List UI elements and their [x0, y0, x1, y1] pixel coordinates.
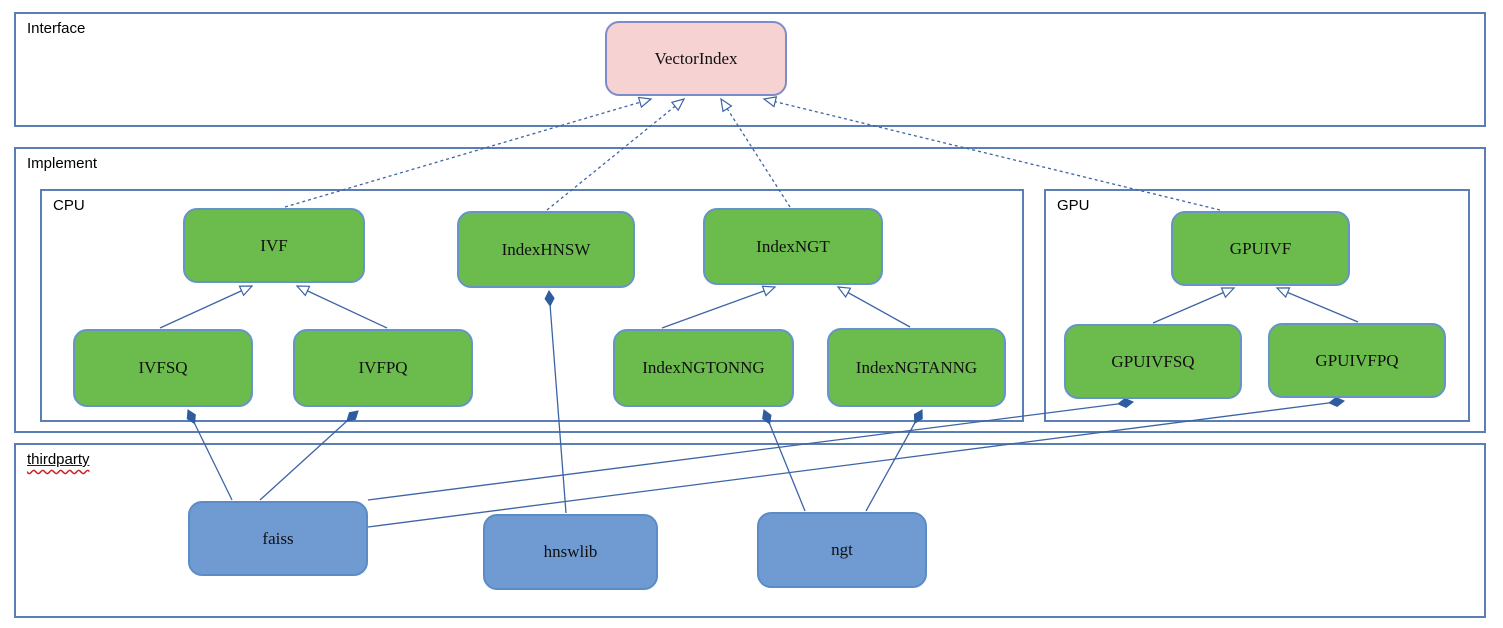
- node-indexngt[interactable]: IndexNGT: [703, 208, 883, 285]
- node-indexngtanng[interactable]: IndexNGTANNG: [827, 328, 1006, 407]
- node-hnswlib[interactable]: hnswlib: [483, 514, 658, 590]
- node-gpuivfpq[interactable]: GPUIVFPQ: [1268, 323, 1446, 398]
- spellcheck-squiggle: thirdparty: [27, 451, 90, 468]
- container-interface-label: Interface: [27, 20, 86, 37]
- container-implement-label: Implement: [27, 155, 98, 172]
- node-gpuivfsq[interactable]: GPUIVFSQ: [1064, 324, 1242, 399]
- node-ivfpq[interactable]: IVFPQ: [293, 329, 473, 407]
- container-thirdparty-label: thirdparty: [27, 451, 90, 468]
- node-gpuivf[interactable]: GPUIVF: [1171, 211, 1350, 286]
- node-indexngtonng[interactable]: IndexNGTONNG: [613, 329, 794, 407]
- node-ngt[interactable]: ngt: [757, 512, 927, 588]
- node-ivfsq[interactable]: IVFSQ: [73, 329, 253, 407]
- node-indexhnsw[interactable]: IndexHNSW: [457, 211, 635, 288]
- node-ivf[interactable]: IVF: [183, 208, 365, 283]
- node-faiss[interactable]: faiss: [188, 501, 368, 576]
- node-vectorindex[interactable]: VectorIndex: [605, 21, 787, 96]
- container-cpu-label: CPU: [53, 197, 85, 214]
